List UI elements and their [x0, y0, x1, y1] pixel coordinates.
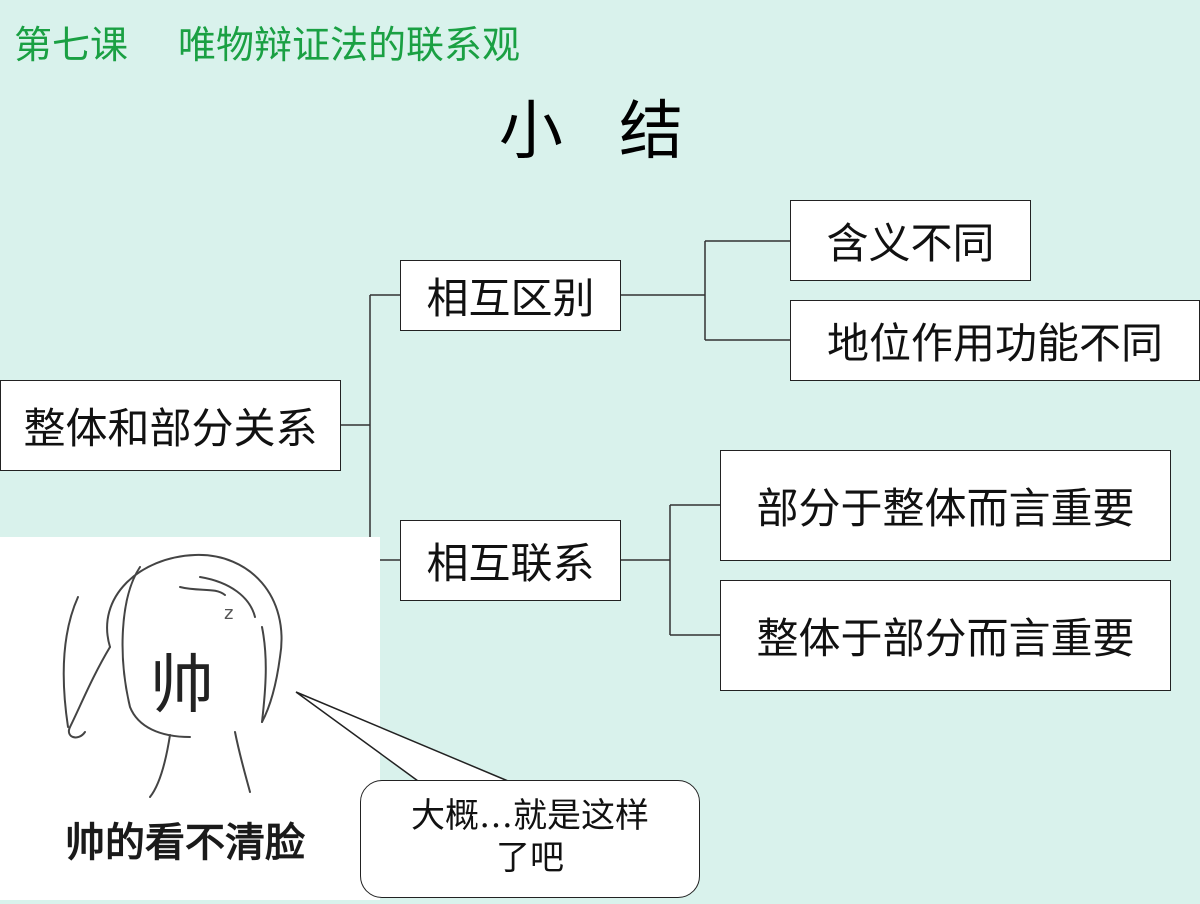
- leaf-node-part-to-whole: 部分于整体而言重要: [720, 450, 1171, 561]
- face-left-contour: [121, 566, 191, 738]
- cartoon-figure: 帅 z: [62, 553, 283, 798]
- lesson-number: 第七课: [14, 23, 129, 67]
- lesson-header: 第七课 唯物辩证法的联系观: [14, 14, 520, 69]
- face-character: 帅: [150, 649, 214, 723]
- hair-fringe-2: [179, 586, 226, 596]
- head-outline: [106, 553, 283, 723]
- hair-strand-left: [62, 596, 79, 728]
- branch-node-connection: 相互联系: [400, 520, 621, 601]
- branch-node-distinction: 相互区别: [400, 260, 621, 331]
- hair-curl-left: [67, 646, 111, 739]
- sleep-mark: z: [224, 603, 233, 624]
- leaf-node-role: 地位作用功能不同: [790, 300, 1200, 381]
- cartoon-caption: 帅的看不清脸: [65, 820, 305, 866]
- speech-line-1: 大概…就是这样: [411, 796, 649, 836]
- neck-right: [234, 731, 251, 793]
- speech-bubble: 大概…就是这样 了吧: [360, 780, 700, 898]
- page-title: 小 结: [498, 95, 702, 169]
- face-right-contour: [261, 626, 267, 723]
- hair-fringe: [199, 576, 256, 618]
- leaf-node-whole-to-part: 整体于部分而言重要: [720, 580, 1171, 691]
- neck-left: [149, 734, 171, 798]
- speech-line-2: 了吧: [496, 838, 564, 878]
- lesson-topic: 唯物辩证法的联系观: [178, 23, 521, 67]
- leaf-node-meaning: 含义不同: [790, 200, 1031, 281]
- root-node: 整体和部分关系: [0, 380, 341, 471]
